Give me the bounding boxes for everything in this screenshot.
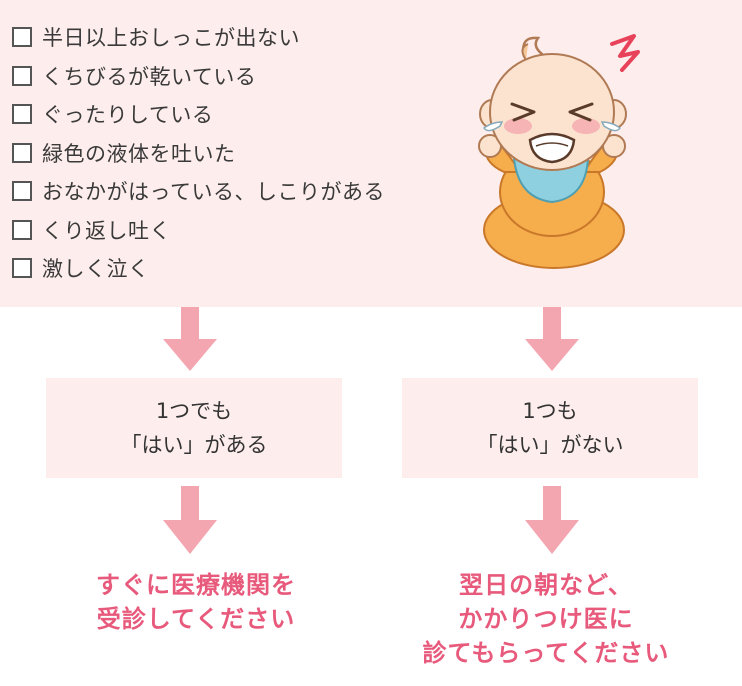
checklist-item: 半日以上おしっこが出ない (12, 18, 385, 57)
checkbox[interactable] (12, 65, 32, 86)
checklist-item: 緑色の液体を吐いた (12, 134, 385, 173)
checklist-item-label: 緑色の液体を吐いた (42, 141, 236, 166)
baby-left-cheek (504, 118, 532, 134)
condition-box-yes: 1つでも 「はい」がある (46, 378, 342, 478)
baby-head (489, 53, 615, 171)
condition-line-2: 「はい」がない (476, 433, 624, 457)
advice-line-1: すぐに医療機関を (96, 571, 296, 599)
symptom-checklist: 半日以上おしっこが出ない くちびるが乾いている ぐったりしている 緑色の液体を吐… (12, 18, 385, 288)
right-down-arrow-1 (525, 307, 579, 371)
condition-box-no: 1つも 「はい」がない (402, 378, 698, 478)
left-down-arrow-2 (163, 486, 217, 554)
baby-right-eye (568, 102, 594, 122)
checkbox[interactable] (12, 104, 32, 125)
baby-hair-tuft (521, 43, 529, 61)
advice-line-2: 受診してください (96, 605, 296, 633)
advice-line-2: かかりつけ医に (458, 605, 634, 633)
condition-line-2: 「はい」がある (120, 433, 268, 457)
advice-see-doctor-now: すぐに医療機関を 受診してください (46, 568, 346, 636)
checklist-item: ぐったりしている (12, 95, 385, 134)
baby-right-tear (600, 121, 622, 132)
baby-right-cheek (572, 118, 600, 134)
checklist-item-label: ぐったりしている (42, 103, 214, 128)
stress-mark-icon (610, 34, 640, 72)
baby-left-eye (510, 102, 536, 122)
checkbox[interactable] (12, 219, 32, 240)
checkbox[interactable] (12, 27, 32, 48)
checklist-item: おなかがはっている、しこりがある (12, 172, 385, 211)
crying-baby-illustration (478, 34, 640, 269)
checklist-item: くちびるが乾いている (12, 57, 385, 96)
checklist-item-label: おなかがはっている、しこりがある (42, 180, 385, 205)
baby-mouth-inner (535, 142, 569, 147)
condition-line-1: 1つでも (155, 399, 233, 423)
baby-left-tear (482, 121, 504, 132)
checklist-item-label: 激しく泣く (42, 257, 150, 282)
checklist-panel: 半日以上おしっこが出ない くちびるが乾いている ぐったりしている 緑色の液体を吐… (0, 0, 742, 307)
checklist-item: 激しく泣く (12, 249, 385, 288)
checkbox[interactable] (12, 142, 32, 163)
checklist-item: くり返し吐く (12, 211, 385, 250)
left-down-arrow-1 (163, 307, 217, 371)
checklist-item-label: くり返し吐く (42, 218, 171, 243)
baby-mouth (528, 132, 576, 164)
advice-line-3: 診てもらってください (422, 639, 670, 667)
checklist-item-label: くちびるが乾いている (42, 64, 257, 89)
checkbox[interactable] (12, 258, 32, 279)
right-down-arrow-2 (525, 486, 579, 554)
condition-line-1: 1つも (522, 399, 578, 423)
advice-see-doctor-tomorrow: 翌日の朝など、 かかりつけ医に 診てもらってください (396, 568, 696, 670)
advice-line-1: 翌日の朝など、 (459, 571, 633, 599)
checkbox[interactable] (12, 181, 32, 202)
checklist-item-label: 半日以上おしっこが出ない (42, 26, 300, 51)
